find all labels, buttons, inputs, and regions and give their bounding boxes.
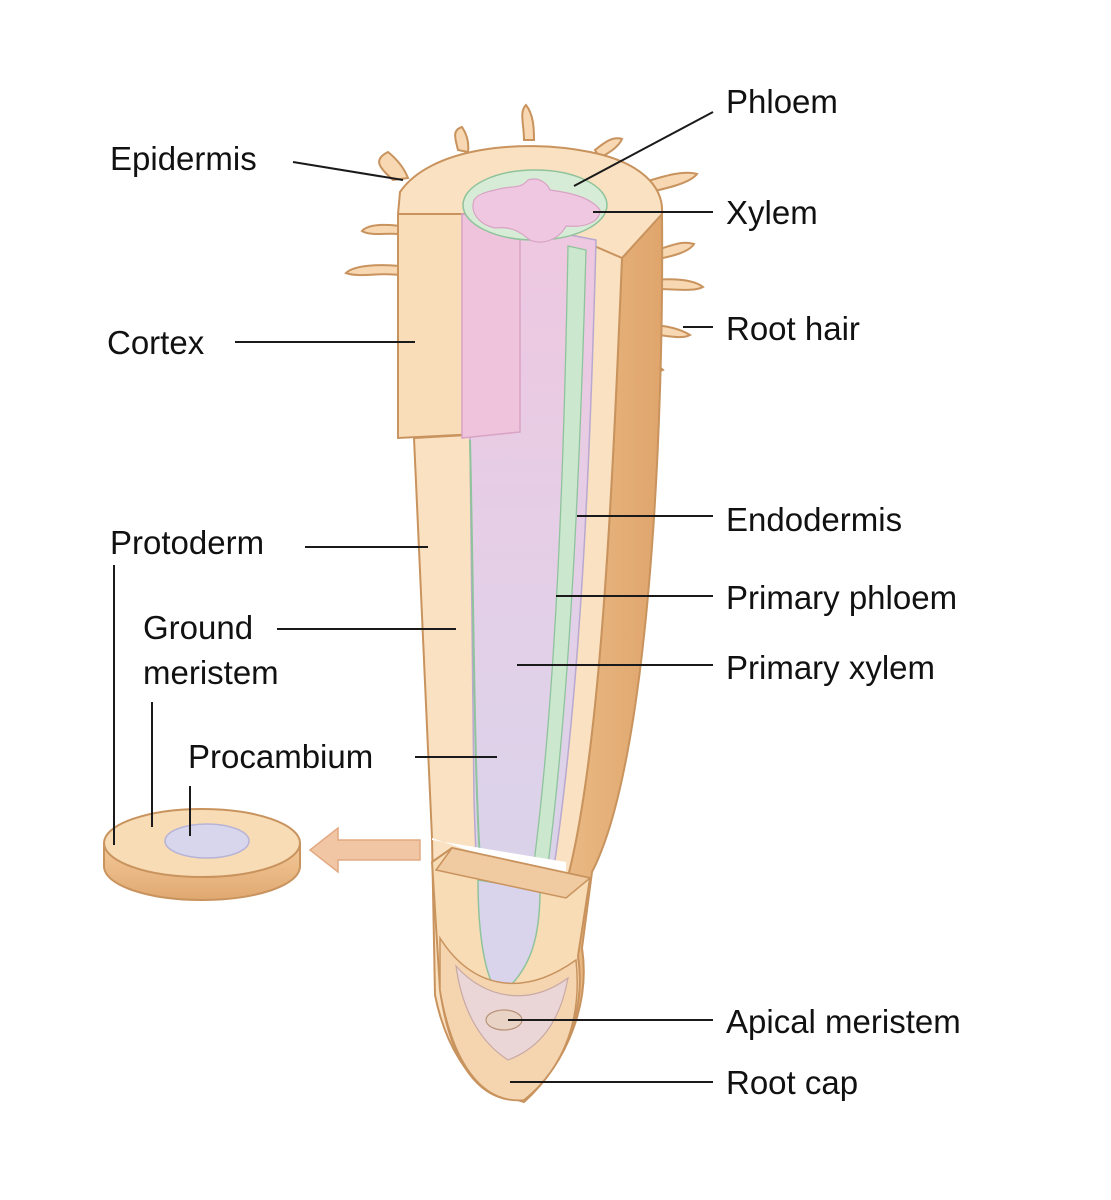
left-arrow <box>310 828 420 872</box>
xylem-block <box>462 214 520 438</box>
label-cortex: Cortex <box>107 326 204 359</box>
label-root-cap: Root cap <box>726 1066 858 1099</box>
label-endodermis: Endodermis <box>726 503 902 536</box>
root-hair-3 <box>522 105 534 140</box>
label-primary-phloem: Primary phloem <box>726 581 957 614</box>
label-phloem: Phloem <box>726 85 838 118</box>
label-protoderm: Protoderm <box>110 526 264 559</box>
label-xylem: Xylem <box>726 196 818 229</box>
label-primary-xylem: Primary xylem <box>726 651 935 684</box>
label-apical-meristem: Apical meristem <box>726 1005 961 1038</box>
root-hair-6 <box>362 225 400 234</box>
label-meristem: meristem <box>143 656 279 689</box>
label-ground: Ground <box>143 611 253 644</box>
cross-section-disc <box>104 809 300 900</box>
label-epidermis: Epidermis <box>110 142 257 175</box>
root-hair-7 <box>346 265 400 275</box>
root-body <box>398 146 662 1102</box>
disc-procambium <box>165 824 249 858</box>
root-hair-2 <box>455 127 468 152</box>
label-root-hair: Root hair <box>726 312 860 345</box>
label-procambium: Procambium <box>188 740 373 773</box>
